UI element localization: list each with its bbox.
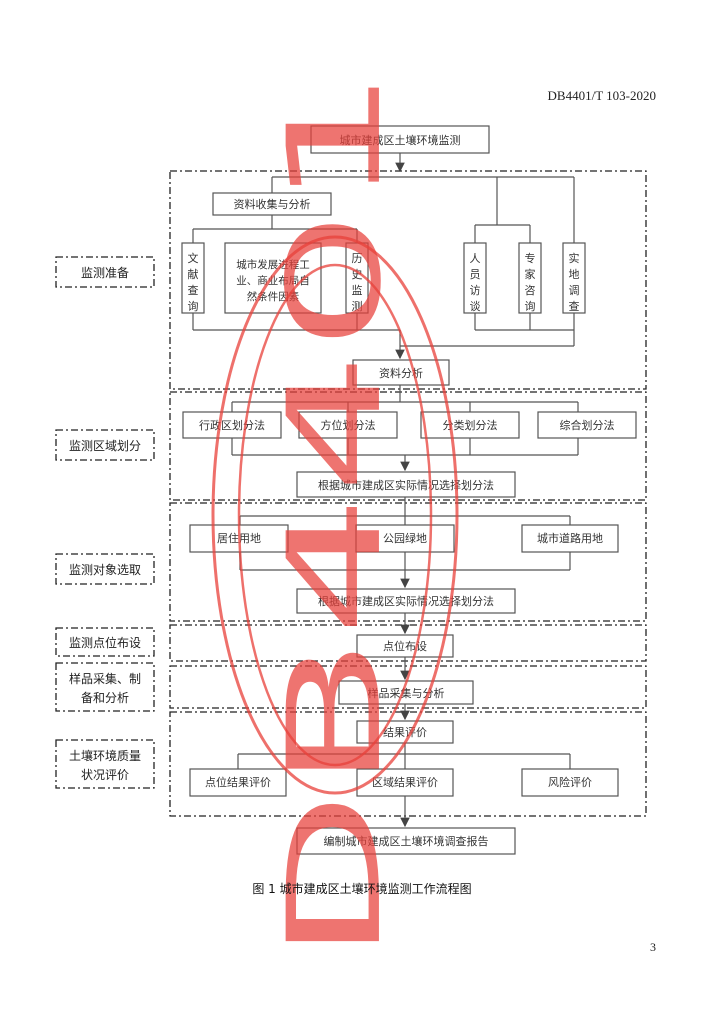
box-collect (212, 192, 332, 216)
box-expert (518, 242, 542, 314)
text-literature-1: 献 (188, 267, 199, 281)
text-div-comprehensive: 综合划分法 (560, 418, 615, 432)
text-div-admin: 行政区划分法 (199, 418, 265, 432)
text-select-method-1: 根据城市建成区实际情况选择划分法 (318, 478, 494, 492)
text-literature-2: 查 (188, 283, 199, 297)
text-literature-0: 文 (188, 251, 199, 265)
box-div-comprehensive (537, 411, 637, 439)
text-staff-2: 访 (470, 284, 481, 297)
text-history-3: 测 (352, 300, 363, 313)
stage-label-division: 监测区域划分 (69, 439, 141, 453)
box-obj-road (521, 524, 619, 553)
box-staff-interview (463, 242, 487, 314)
text-points: 点位布设 (383, 639, 427, 653)
stage-label-box (55, 662, 155, 712)
stage-label-object: 监测对象选取 (69, 563, 141, 577)
stage-label-sampling-line2: 备和分析 (81, 691, 129, 705)
box-top (310, 125, 490, 154)
box-literature (181, 242, 205, 314)
stage-label-eval-line1: 土壤环境质量 (69, 748, 141, 763)
text-obj-park: 公园绿地 (383, 531, 427, 545)
text-city-dev-2: 然条件因素 (247, 290, 300, 303)
text-top: 城市建成区土壤环境监测 (340, 133, 461, 147)
text-history-2: 监 (352, 284, 363, 297)
text-staff-1: 员 (470, 268, 481, 281)
text-field-3: 查 (569, 299, 580, 313)
text-area-result: 区域结果评价 (372, 776, 438, 789)
figure-caption: 图 1 城市建成区土壤环境监测工作流程图 (252, 882, 472, 896)
stage-label-box (55, 627, 155, 657)
stage-label-box (55, 553, 155, 585)
stage-label-box (55, 739, 155, 789)
text-analysis: 资料分析 (379, 366, 423, 380)
text-div-class: 分类划分法 (443, 418, 498, 432)
text-field-1: 地 (569, 268, 580, 281)
box-risk (521, 768, 619, 797)
text-select-method-2: 根据城市建成区实际情况选择划分法 (318, 594, 494, 608)
text-sampling: 样品采集与分析 (368, 686, 445, 700)
text-collect: 资料收集与分析 (234, 197, 311, 211)
text-city-dev-0: 城市发展进程工 (236, 258, 310, 271)
text-obj-road: 城市道路用地 (537, 531, 603, 545)
stage-label-box (55, 429, 155, 461)
box-field-survey (562, 242, 586, 314)
text-staff-0: 人 (470, 252, 481, 265)
stage-label-sampling-line1: 样品采集、制 (69, 671, 141, 686)
text-expert-1: 家 (525, 267, 536, 281)
section-eval-frame (169, 711, 647, 817)
text-history-1: 史 (352, 268, 363, 281)
text-risk: 风险评价 (548, 775, 592, 789)
text-result-eval: 结果评价 (383, 726, 427, 739)
box-report (296, 827, 516, 855)
stage-label-points: 监测点位布设 (69, 635, 141, 650)
page-number: 3 (650, 940, 656, 954)
text-expert-0: 专 (525, 251, 536, 265)
text-point-result: 点位结果评价 (205, 775, 271, 789)
text-staff-3: 谈 (470, 300, 481, 313)
text-literature-3: 询 (188, 300, 199, 313)
text-obj-residential: 居住用地 (217, 531, 261, 545)
stage-label-prep: 监测准备 (81, 266, 129, 280)
stage-label-eval-line2: 状况评价 (81, 768, 129, 782)
text-div-direction: 方位划分法 (321, 418, 376, 432)
stage-label-box (55, 256, 155, 288)
text-expert-2: 咨 (525, 283, 536, 297)
text-city-dev-1: 业、商业布局自 (236, 274, 310, 287)
text-history-0: 历 (352, 252, 363, 265)
document-code: DB4401/T 103-2020 (547, 88, 656, 103)
text-field-0: 实 (569, 251, 580, 265)
text-expert-3: 询 (525, 300, 536, 313)
text-field-2: 调 (569, 284, 580, 297)
text-report: 编制城市建成区土壤环境调查报告 (324, 834, 489, 848)
